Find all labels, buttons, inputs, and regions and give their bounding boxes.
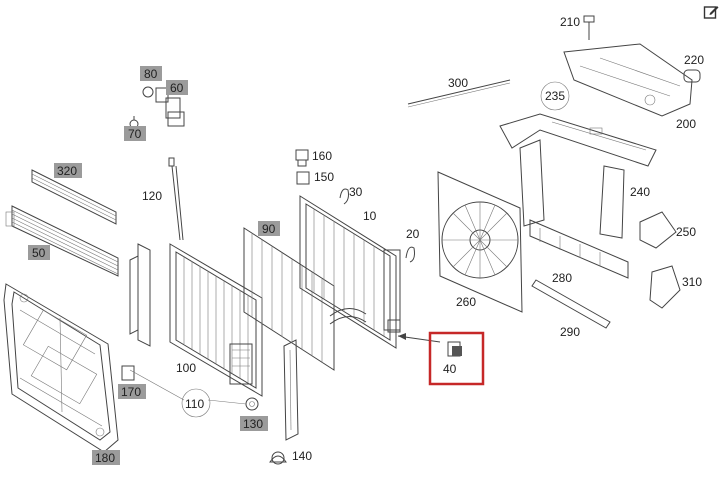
label-90: 90	[262, 222, 276, 236]
label-160: 160	[312, 149, 332, 163]
tag-320-bg	[54, 163, 82, 178]
label-170: 170	[121, 385, 141, 399]
cooler-320	[31, 169, 117, 225]
label-200: 200	[676, 117, 696, 131]
label-80: 80	[144, 67, 158, 81]
tag-90-bg	[258, 221, 280, 236]
clip-170	[121, 365, 135, 381]
label-320: 320	[57, 164, 77, 178]
leader-110	[129, 369, 247, 418]
label-260: 260	[456, 295, 476, 309]
label-100: 100	[176, 361, 196, 375]
sensor-40-highlight[interactable]	[428, 331, 485, 386]
panel-280	[529, 219, 629, 279]
label-120: 120	[142, 189, 162, 203]
label-40: 40	[443, 362, 457, 376]
label-235: 235	[545, 89, 565, 103]
label-10: 10	[363, 209, 377, 223]
tag-80-bg	[140, 66, 162, 81]
edit-icon[interactable]	[703, 4, 719, 20]
clip-20	[405, 246, 415, 263]
label-300: 300	[448, 76, 468, 90]
circle-235	[540, 81, 570, 111]
grommet-220	[683, 69, 701, 83]
label-20: 20	[406, 227, 420, 241]
bracket-left	[129, 243, 151, 347]
tag-180-bg	[92, 450, 120, 465]
frame-235-240	[499, 113, 657, 239]
cover-200	[563, 43, 693, 117]
label-310: 310	[682, 275, 702, 289]
rod-300	[407, 79, 511, 108]
sensor-arrow	[397, 333, 441, 343]
label-50: 50	[32, 246, 46, 260]
nut-130	[245, 397, 259, 411]
label-110: 110	[185, 397, 204, 411]
bracket-right-140	[269, 339, 299, 465]
label-290: 290	[560, 325, 580, 339]
label-60: 60	[170, 81, 184, 95]
tag-60-bg	[166, 80, 188, 95]
tag-50-bg	[28, 245, 50, 260]
tag-170-bg	[118, 384, 146, 399]
fan-shroud-260	[437, 171, 523, 313]
condenser-90	[243, 227, 335, 371]
label-30: 30	[349, 185, 363, 199]
label-130: 130	[243, 417, 263, 431]
label-70: 70	[128, 127, 142, 141]
cooler-50	[5, 205, 119, 277]
fitting-150	[296, 171, 310, 185]
bracket-250	[639, 211, 677, 249]
label-210: 210	[560, 15, 580, 29]
strip-290	[531, 279, 611, 329]
label-180: 180	[95, 451, 115, 465]
tag-130-bg	[240, 416, 268, 431]
tag-70-bg	[124, 126, 146, 141]
radiator-100	[169, 243, 263, 397]
bolt-210	[583, 15, 595, 40]
bracket-310	[649, 265, 681, 309]
label-250: 250	[676, 225, 696, 239]
radiator-10	[299, 195, 401, 349]
label-240: 240	[630, 185, 650, 199]
fitting-160	[295, 149, 309, 167]
frame-180	[3, 283, 119, 453]
clip-30	[339, 188, 349, 205]
rod-120	[168, 157, 184, 241]
label-140: 140	[292, 449, 312, 463]
label-220: 220	[684, 53, 704, 67]
label-280: 280	[552, 271, 572, 285]
label-150: 150	[314, 170, 334, 184]
